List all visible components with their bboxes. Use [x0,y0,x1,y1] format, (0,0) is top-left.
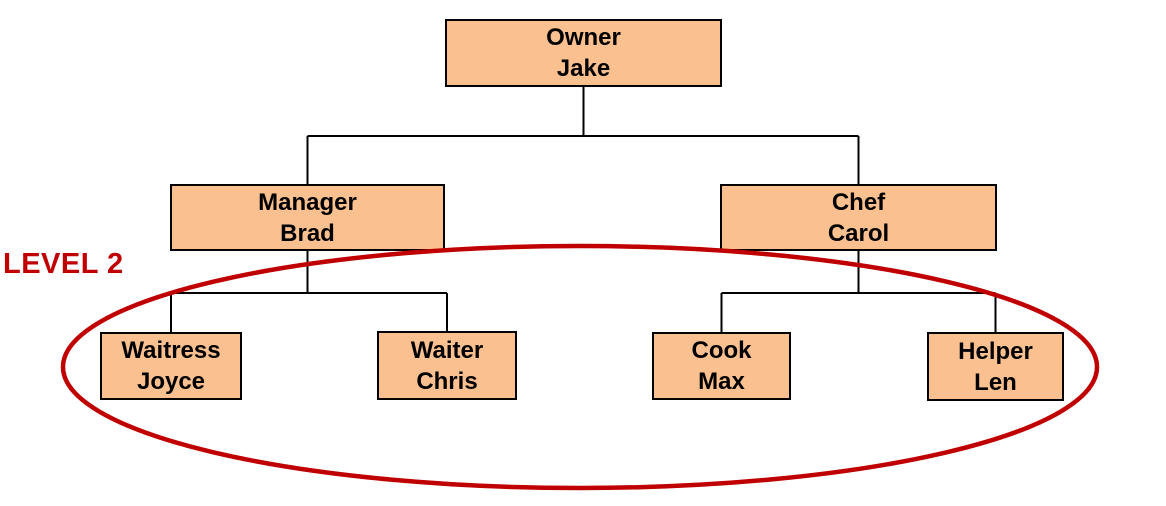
node-person: Jake [556,55,611,82]
org-node-cook: Cook Max [652,332,791,400]
node-person: Brad [280,219,335,247]
level2-annotation-label: LEVEL 2 [3,248,124,280]
org-node-chef: Chef Carol [720,184,997,251]
node-role: Owner [546,24,621,51]
node-role: Cook [691,337,752,364]
node-person: Joyce [136,368,206,395]
node-role: Waitress [121,337,221,364]
node-person: Max [698,368,745,395]
org-node-waitress: Waitress Joyce [100,332,242,400]
org-node-owner: Owner Jake [445,19,722,87]
org-node-manager: Manager Brad [170,184,445,251]
node-person: Len [974,368,1017,396]
node-role: Waiter [410,336,484,364]
node-role: Helper [958,337,1033,365]
node-person: Carol [827,219,890,247]
node-role: Manager [258,188,357,216]
org-node-helper: Helper Len [927,332,1064,401]
org-node-waiter: Waiter Chris [377,331,517,400]
node-person: Chris [416,367,478,395]
node-role: Chef [831,188,886,216]
